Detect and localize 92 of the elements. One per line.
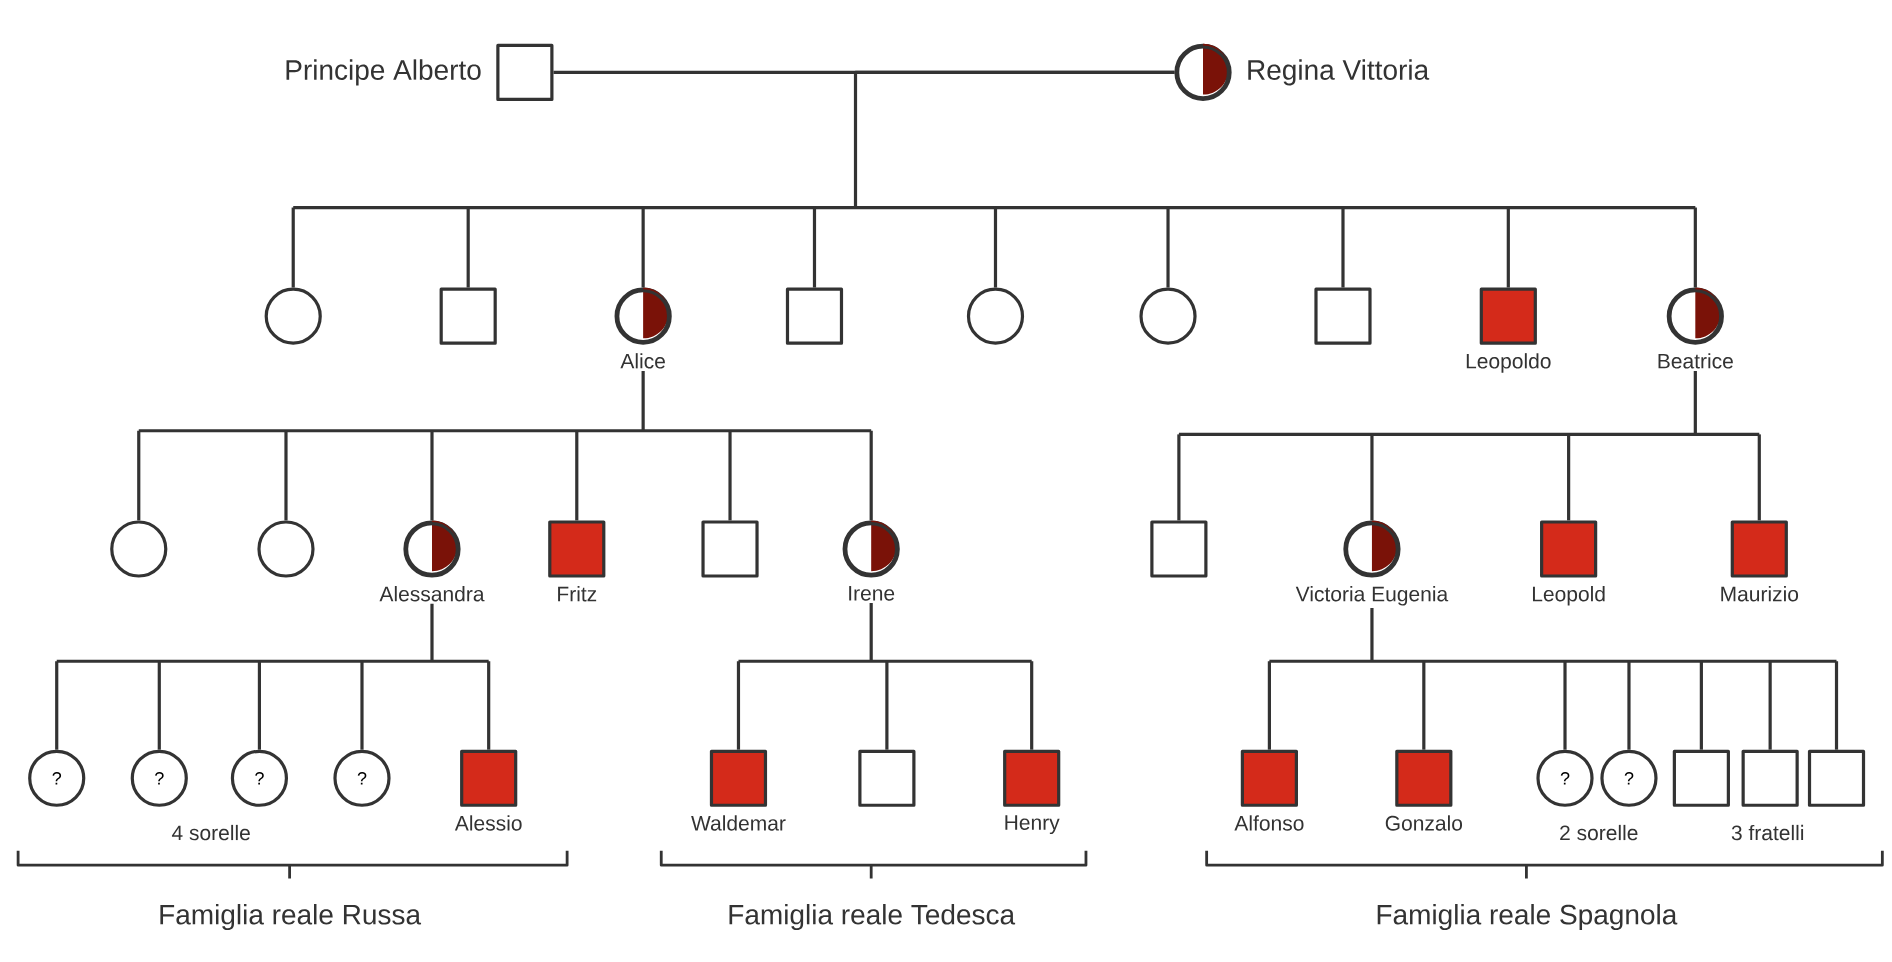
family-label: Famiglia reale Russa (160, 904, 422, 931)
male-symbol (701, 520, 759, 578)
descent-line (157, 661, 161, 750)
group-label: 2 sorelle (1560, 824, 1638, 841)
descent-line (1768, 661, 1772, 750)
group-label: 3 fratelli (1731, 824, 1804, 841)
descent-line (1699, 661, 1703, 750)
family-label: Famiglia reale Tedesca (729, 904, 1016, 931)
person-name: Regina Vittoria (1248, 59, 1430, 86)
descent-line (137, 369, 873, 433)
family-label: Famiglia reale Spagnola (1377, 904, 1678, 931)
person-name: Alfonso (1234, 815, 1304, 831)
descent-line (736, 661, 741, 750)
male-symbol (1741, 749, 1799, 807)
person-name: Fritz (558, 586, 597, 602)
male-symbol (460, 749, 518, 807)
person-name: Alice (620, 353, 665, 369)
descent-line (575, 430, 579, 521)
descent-line (1341, 207, 1345, 288)
descent-line (728, 430, 732, 521)
male-symbol (709, 749, 768, 807)
female-symbol (403, 520, 461, 578)
descent-line (257, 661, 262, 750)
male-symbol (1479, 287, 1537, 345)
group-label: 4 sorelle (171, 824, 250, 841)
descent-line (812, 207, 817, 288)
descent-line (1177, 434, 1181, 521)
male-symbol (785, 287, 844, 345)
descent-line (1267, 606, 1839, 663)
male-symbol (1672, 749, 1730, 807)
female-symbol (842, 520, 900, 578)
male-symbol (1314, 287, 1372, 345)
descent-line (1834, 661, 1839, 750)
male-symbol (496, 43, 554, 101)
male-symbol (548, 520, 606, 578)
male-symbol (1730, 520, 1788, 578)
descent-line (993, 207, 998, 288)
descent-line (1757, 434, 1761, 521)
descent-line (466, 207, 470, 288)
descent-line (1506, 207, 1510, 288)
descent-line (55, 602, 491, 663)
descent-line (291, 207, 295, 288)
person-name: Alessio (454, 815, 522, 831)
male-symbol (858, 749, 916, 807)
descent-line (1422, 661, 1426, 750)
descent-line (1693, 207, 1697, 288)
descent-line (869, 430, 873, 521)
male-symbol (1807, 749, 1866, 807)
male-symbol (1540, 520, 1598, 578)
descent-line (885, 661, 889, 750)
descent-line (641, 207, 645, 288)
female-symbol (614, 287, 672, 345)
person-name: Principe Alberto (286, 59, 481, 86)
descent-line (487, 661, 491, 750)
female-symbol (264, 287, 322, 345)
person-name: Gonzalo (1385, 815, 1463, 831)
female-symbol (1139, 287, 1197, 345)
descent-line (1177, 369, 1761, 436)
descent-line (1567, 434, 1571, 521)
person-name: Irene (849, 586, 895, 601)
male-symbol (1395, 749, 1453, 807)
person-name: Alessandra (379, 586, 485, 602)
male-symbol (1240, 749, 1298, 807)
person-name: Victoria Eugenia (1295, 586, 1449, 606)
person-name: Waldemar (691, 815, 786, 831)
person-name: Maurizio (1721, 586, 1799, 602)
female-symbol (110, 520, 168, 578)
descent-line (360, 661, 364, 750)
descent-line (1370, 434, 1374, 521)
descent-line (284, 430, 288, 521)
descent-line (1030, 661, 1034, 750)
female-symbol (1174, 43, 1232, 101)
female-symbol (966, 287, 1025, 345)
person-name: Beatrice (1658, 353, 1733, 369)
descent-line (1563, 661, 1567, 750)
person-name: Leopold (1533, 586, 1605, 606)
female-symbol (257, 520, 315, 578)
descent-line (55, 661, 59, 750)
male-symbol (1003, 749, 1061, 807)
descent-line (1166, 207, 1170, 288)
male-symbol (1150, 520, 1208, 578)
person-name: Leopoldo (1466, 353, 1551, 373)
male-symbol (439, 287, 497, 345)
descent-line (736, 601, 1034, 663)
descent-line (137, 430, 141, 521)
female-symbol (1666, 287, 1724, 345)
person-name: Henry (1005, 815, 1060, 835)
descent-line (1627, 661, 1631, 750)
marriage-line (553, 70, 1175, 74)
descent-line (430, 430, 434, 521)
female-symbol (1343, 520, 1401, 578)
descent-line (1267, 661, 1271, 750)
